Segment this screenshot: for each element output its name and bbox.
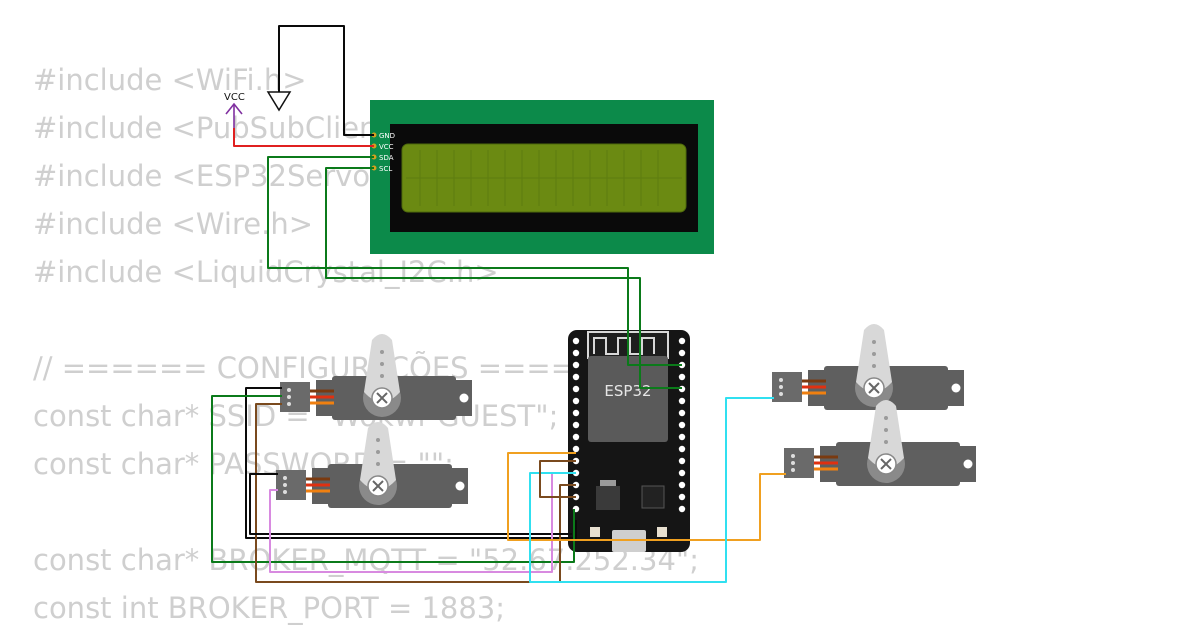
wire-servo1-gnd[interactable]	[245, 387, 577, 539]
servo-1[interactable]	[280, 334, 472, 420]
wire-servo1-signal[interactable]	[255, 403, 576, 583]
servo-horn[interactable]	[856, 324, 892, 392]
vcc-symbol[interactable]: VCC	[224, 92, 245, 130]
servo-horn[interactable]	[364, 334, 400, 402]
servo-connector	[280, 382, 310, 412]
lcd-pin-label-gnd: GND	[379, 132, 395, 140]
voltage-regulator	[596, 486, 620, 510]
servo-connector	[276, 470, 306, 500]
servo-4[interactable]	[784, 400, 976, 486]
wire-lcd-vcc[interactable]	[233, 128, 374, 147]
code-line-1: #include <WiFi.h>	[33, 63, 307, 97]
servo-horn[interactable]	[868, 400, 904, 468]
esp32-wroom-module	[588, 356, 668, 442]
lcd-display[interactable]: GND VCC SDA SCL	[370, 100, 714, 254]
esp32-label: ESP32	[604, 382, 651, 400]
wire-servo2-gnd[interactable]	[249, 473, 572, 535]
servo-horn[interactable]	[360, 422, 396, 490]
wire-lcd-gnd[interactable]	[278, 25, 374, 136]
ground-symbol[interactable]	[266, 91, 292, 112]
servo-3[interactable]	[772, 324, 964, 410]
ground-icon	[266, 91, 292, 112]
esp32-pins-right[interactable]	[678, 337, 686, 513]
lcd-pin-label-sda: SDA	[379, 154, 394, 162]
wire-servo4-signal[interactable]	[507, 452, 786, 541]
wire-servo1-green[interactable]	[211, 395, 575, 563]
code-line-12: const int BROKER_PORT = 1883;	[33, 591, 506, 625]
servo-connector	[784, 448, 814, 478]
wires[interactable]	[211, 25, 786, 583]
lcd-pin-label-scl: SCL	[379, 165, 392, 173]
boot-button[interactable]	[590, 527, 600, 537]
lcd-pin-label-vcc: VCC	[379, 143, 394, 151]
wire-lcd-scl[interactable]	[325, 167, 682, 389]
code-line-4: #include <Wire.h>	[33, 207, 314, 241]
wire-esp32-brown[interactable]	[539, 460, 576, 498]
reset-button[interactable]	[657, 527, 667, 537]
esp32-pins-left[interactable]	[572, 337, 580, 513]
usb-chip	[641, 485, 665, 509]
code-line-5: #include <LiquidCrystal_I2C.h>	[33, 255, 499, 289]
servo-connector	[772, 372, 802, 402]
vcc-label: VCC	[224, 92, 245, 103]
wire-servo3-signal[interactable]	[529, 397, 774, 583]
lcd-character-grid	[406, 150, 682, 206]
servo-2[interactable]	[276, 422, 468, 508]
wire-lcd-sda[interactable]	[267, 156, 682, 366]
